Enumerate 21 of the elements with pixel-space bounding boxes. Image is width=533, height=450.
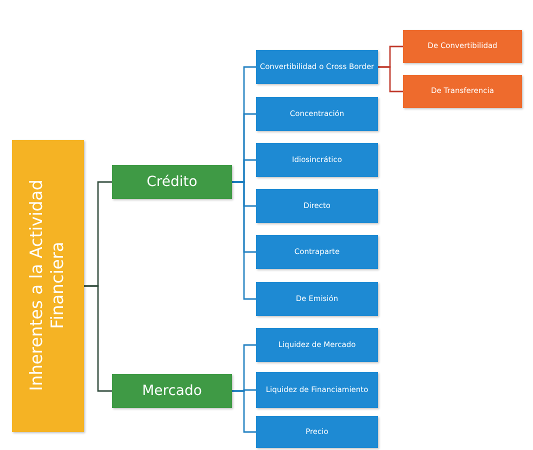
category-box xyxy=(256,282,378,316)
category-box xyxy=(256,328,378,362)
category-box xyxy=(256,50,378,84)
category-box xyxy=(112,165,232,199)
category-box xyxy=(403,30,522,63)
connector-line xyxy=(378,66,403,92)
category-box xyxy=(112,374,232,408)
category-box xyxy=(256,97,378,131)
category-box xyxy=(256,372,378,408)
category-box xyxy=(256,416,378,448)
connector-line xyxy=(84,285,112,392)
connector-line xyxy=(232,390,256,433)
connector-line xyxy=(232,181,256,300)
category-box xyxy=(256,143,378,177)
category-box xyxy=(256,189,378,223)
category-box xyxy=(256,235,378,269)
node-label: Crédito xyxy=(146,174,198,190)
category-bar xyxy=(12,140,84,432)
category-box xyxy=(403,75,522,108)
node-label: Mercado xyxy=(141,382,203,400)
node-label: Inherentes a la Actividad Financiera xyxy=(26,178,69,393)
